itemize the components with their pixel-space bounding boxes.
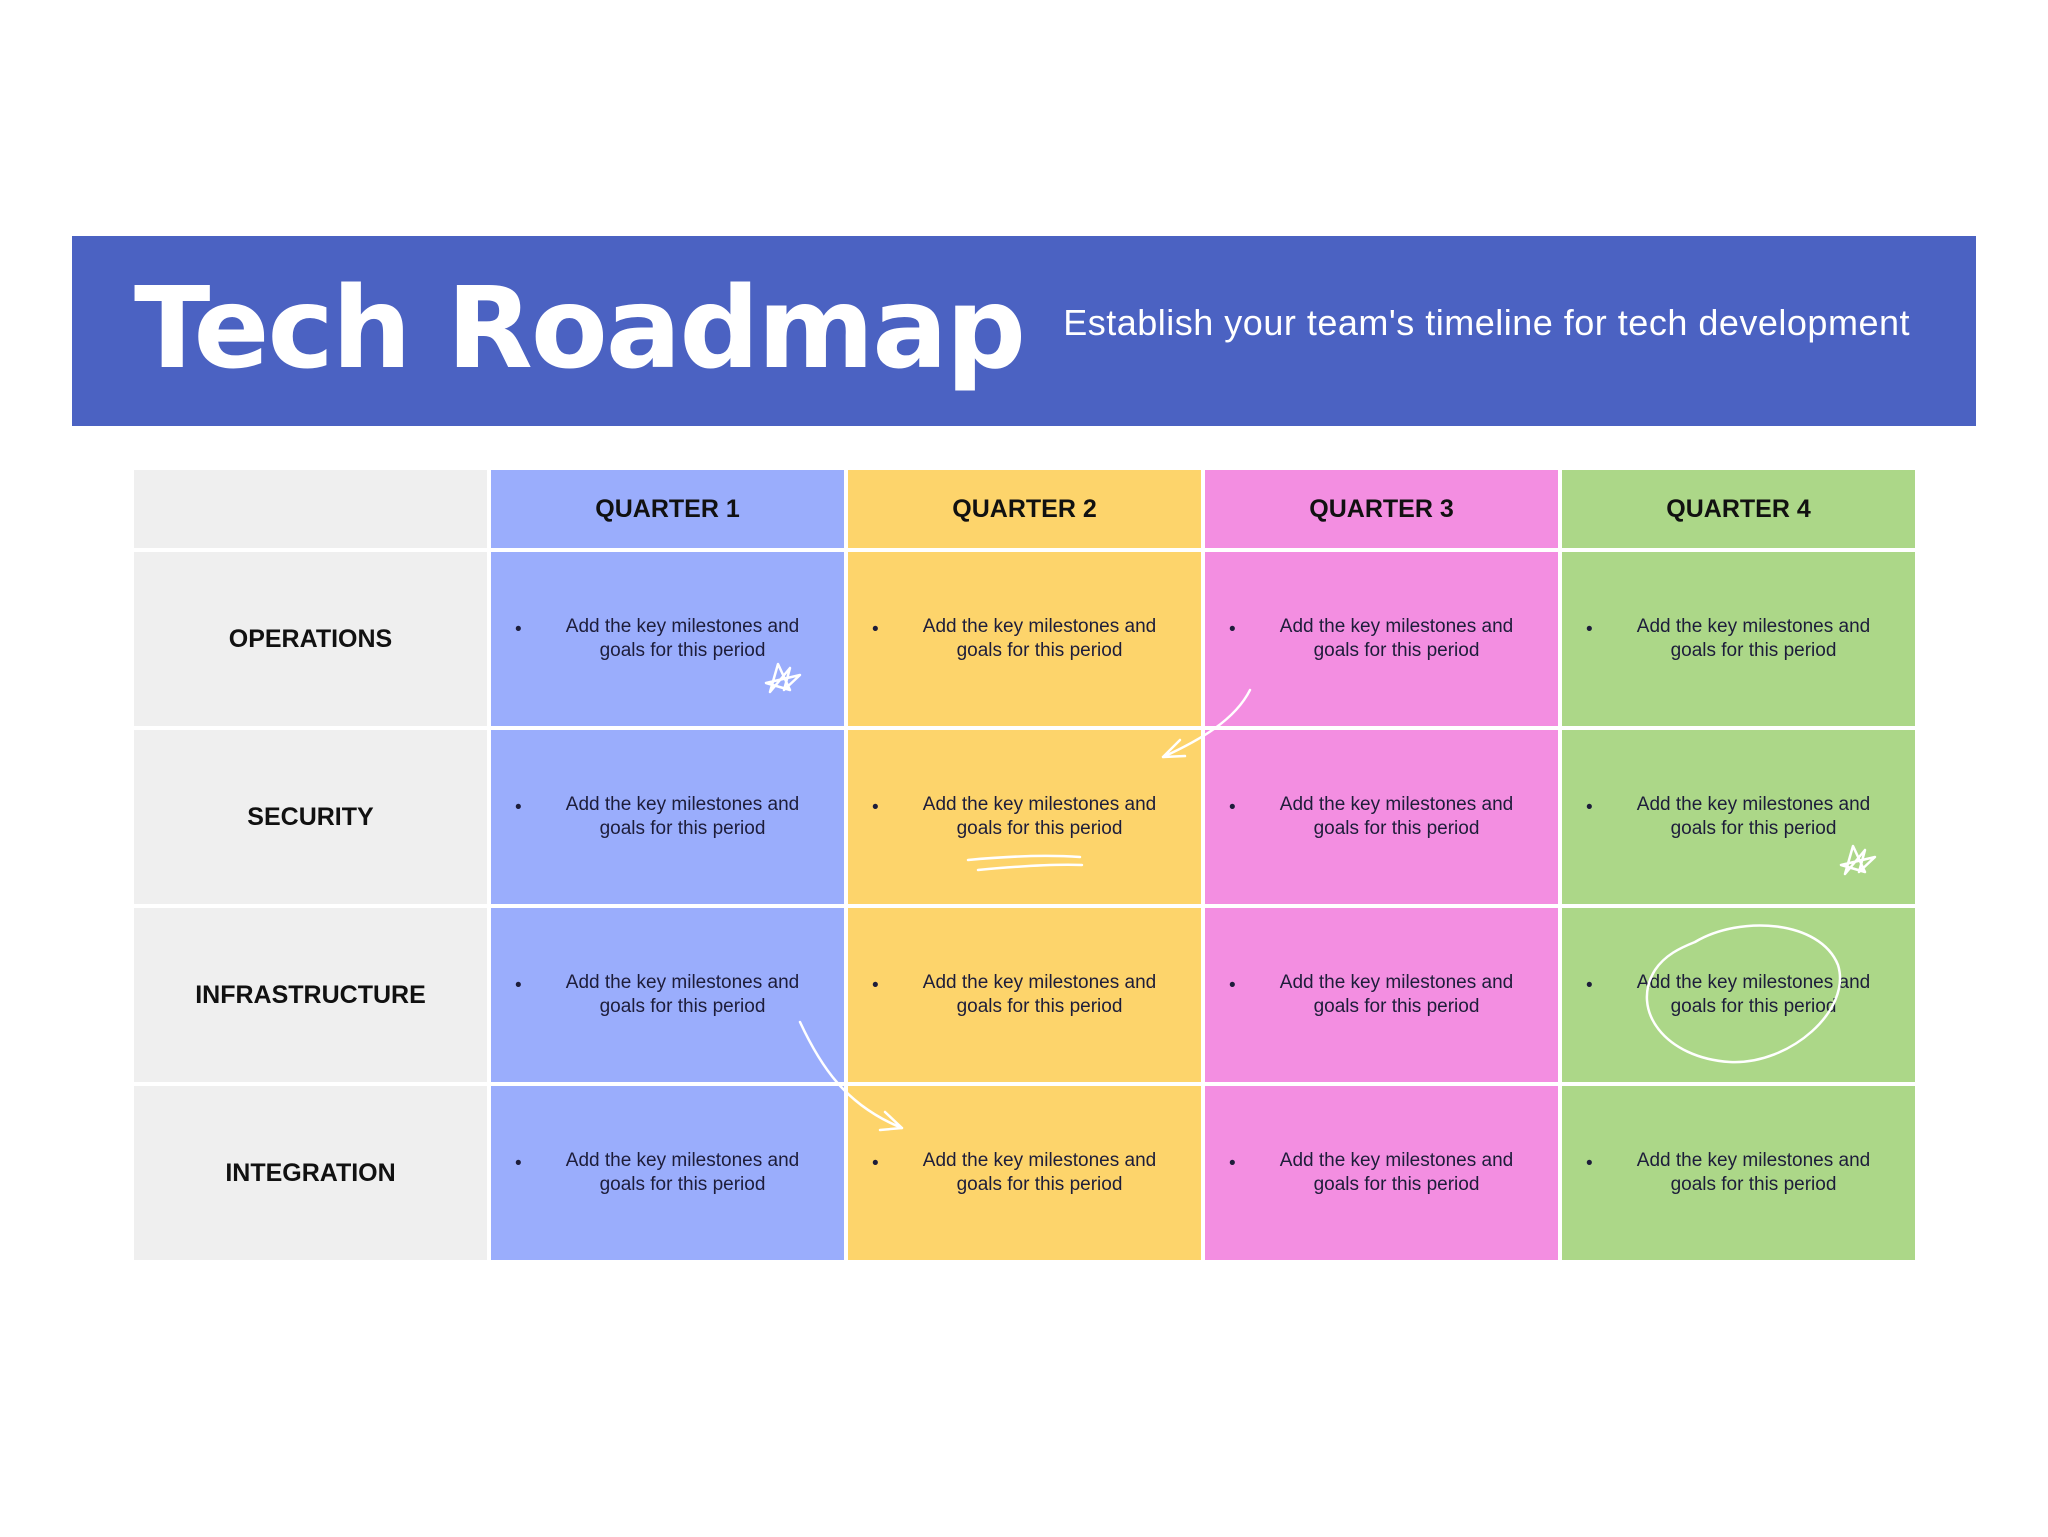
milestone-text: Add the key milestones and goals for thi… — [922, 1150, 1157, 1195]
quarter-header-2: QUARTER 2 — [848, 470, 1201, 548]
milestone-text: Add the key milestones and goals for thi… — [565, 1150, 800, 1195]
bullet-icon: • — [515, 975, 522, 996]
bullet-icon: • — [1229, 619, 1236, 640]
page-title: Tech Roadmap — [134, 264, 1026, 394]
roadmap-cell[interactable]: • Add the key milestones and goals for th… — [1205, 730, 1558, 904]
bullet-icon: • — [872, 797, 879, 818]
quarter-header-1: QUARTER 1 — [491, 470, 844, 548]
row-label-infrastructure: INFRASTRUCTURE — [134, 908, 487, 1082]
roadmap-cell[interactable]: • Add the key milestones and goals for th… — [1562, 1086, 1915, 1260]
milestone-text: Add the key milestones and goals for thi… — [565, 794, 800, 839]
bullet-icon: • — [1229, 975, 1236, 996]
quarter-header-3: QUARTER 3 — [1205, 470, 1558, 548]
milestone-text: Add the key milestones and goals for thi… — [1279, 616, 1514, 661]
page-subtitle: Establish your team's timeline for tech … — [1063, 302, 1910, 343]
bullet-icon: • — [515, 797, 522, 818]
bullet-icon: • — [1229, 797, 1236, 818]
roadmap-cell[interactable]: • Add the key milestones and goals for th… — [1205, 908, 1558, 1082]
bullet-icon: • — [1586, 975, 1593, 996]
milestone-text: Add the key milestones and goals for thi… — [922, 616, 1157, 661]
corner-cell — [134, 470, 487, 548]
roadmap-cell[interactable]: • Add the key milestones and goals for th… — [491, 552, 844, 726]
roadmap-cell[interactable]: • Add the key milestones and goals for th… — [1205, 552, 1558, 726]
bullet-icon: • — [872, 619, 879, 640]
milestone-text: Add the key milestones and goals for thi… — [565, 972, 800, 1017]
milestone-text: Add the key milestones and goals for thi… — [1279, 794, 1514, 839]
bullet-icon: • — [515, 1153, 522, 1174]
milestone-text: Add the key milestones and goals for thi… — [1279, 1150, 1514, 1195]
bullet-icon: • — [1586, 1153, 1593, 1174]
roadmap-cell[interactable]: • Add the key milestones and goals for th… — [1562, 730, 1915, 904]
row-label-integration: INTEGRATION — [134, 1086, 487, 1260]
roadmap-cell[interactable]: • Add the key milestones and goals for th… — [1562, 908, 1915, 1082]
milestone-text: Add the key milestones and goals for thi… — [565, 616, 800, 661]
row-label-operations: OPERATIONS — [134, 552, 487, 726]
milestone-text: Add the key milestones and goals for thi… — [1636, 616, 1871, 661]
roadmap-cell[interactable]: • Add the key milestones and goals for th… — [1205, 1086, 1558, 1260]
bullet-icon: • — [1586, 619, 1593, 640]
roadmap-cell[interactable]: • Add the key milestones and goals for th… — [1562, 552, 1915, 726]
milestone-text: Add the key milestones and goals for thi… — [1636, 794, 1871, 839]
roadmap-cell[interactable]: • Add the key milestones and goals for th… — [848, 552, 1201, 726]
roadmap-cell[interactable]: • Add the key milestones and goals for th… — [848, 1086, 1201, 1260]
bullet-icon: • — [872, 1153, 879, 1174]
bullet-icon: • — [1586, 797, 1593, 818]
milestone-text: Add the key milestones and goals for thi… — [1636, 972, 1871, 1017]
row-label-security: SECURITY — [134, 730, 487, 904]
roadmap-cell[interactable]: • Add the key milestones and goals for th… — [491, 908, 844, 1082]
bullet-icon: • — [1229, 1153, 1236, 1174]
roadmap-cell[interactable]: • Add the key milestones and goals for th… — [848, 730, 1201, 904]
milestone-text: Add the key milestones and goals for thi… — [1636, 1150, 1871, 1195]
bullet-icon: • — [872, 975, 879, 996]
quarter-header-4: QUARTER 4 — [1562, 470, 1915, 548]
milestone-text: Add the key milestones and goals for thi… — [1279, 972, 1514, 1017]
roadmap-cell[interactable]: • Add the key milestones and goals for th… — [491, 1086, 844, 1260]
milestone-text: Add the key milestones and goals for thi… — [922, 794, 1157, 839]
milestone-text: Add the key milestones and goals for thi… — [922, 972, 1157, 1017]
roadmap-cell[interactable]: • Add the key milestones and goals for th… — [848, 908, 1201, 1082]
title-banner: Tech Roadmap Establish your team's timel… — [72, 236, 1976, 426]
roadmap-cell[interactable]: • Add the key milestones and goals for th… — [491, 730, 844, 904]
bullet-icon: • — [515, 619, 522, 640]
